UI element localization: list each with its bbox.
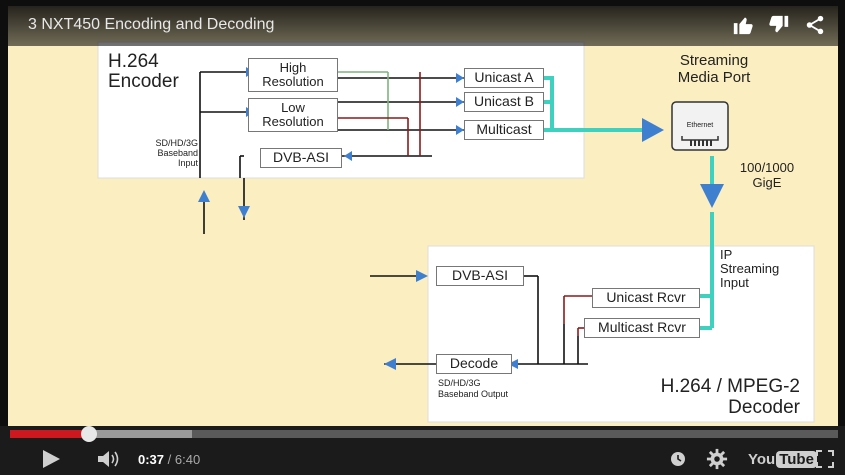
video-title-bar: 3 NXT450 Encoding and Decoding — [8, 6, 838, 46]
unicast-rcvr-node: Unicast Rcvr — [592, 288, 700, 308]
current-time: 0:37 — [138, 452, 165, 467]
encoder-input-label: SD/HD/3G Baseband Input — [155, 138, 198, 168]
progress-buffered — [10, 430, 193, 438]
time-separator: / — [164, 452, 175, 467]
ethernet-label: Ethernet — [686, 122, 714, 129]
duration: 6:40 — [174, 452, 201, 467]
volume-icon[interactable] — [96, 448, 122, 470]
multicast-node: Multicast — [464, 120, 544, 140]
decode-node: Decode — [436, 354, 512, 374]
progress-bar[interactable] — [10, 426, 838, 442]
fullscreen-icon[interactable] — [816, 450, 834, 468]
multicast-rcvr-node: Multicast Rcvr — [584, 318, 700, 338]
unicast-b-node: Unicast B — [464, 92, 544, 112]
unicast-a-node: Unicast A — [464, 68, 544, 88]
thumbs-up-icon[interactable] — [732, 14, 754, 36]
decoder-output-label: SD/HD/3G Baseband Output — [438, 378, 509, 399]
decoder-title: H.264 / MPEG-2 Decoder — [660, 376, 800, 418]
progress-played — [10, 430, 89, 438]
video-title[interactable]: 3 NXT450 Encoding and Decoding — [28, 16, 275, 33]
time-display: 0:37 / 6:40 — [138, 452, 200, 467]
ip-streaming-input-label: IP Streaming Input — [720, 247, 780, 290]
progress-scrubber-handle[interactable] — [80, 426, 97, 442]
youtube-logo-tube: Tube — [776, 450, 817, 468]
gear-icon[interactable] — [706, 448, 728, 470]
ethernet-port-icon — [671, 101, 729, 151]
encoder-dvb-asi-node: DVB-ASI — [260, 148, 342, 168]
play-icon[interactable] — [40, 448, 62, 470]
encoder-title: H.264 Encoder — [108, 51, 179, 92]
clock-icon[interactable] — [670, 451, 686, 467]
decoder-dvb-asi-node: DVB-ASI — [436, 266, 524, 286]
thumbs-down-icon[interactable] — [768, 14, 790, 36]
stream-path — [544, 76, 714, 330]
encoder-wiring — [199, 71, 464, 178]
streaming-media-port-label: Streaming Media Port — [677, 52, 751, 86]
youtube-logo-you: You — [748, 450, 776, 468]
decoder-wiring — [512, 275, 588, 365]
gige-label: 100/1000 GigE — [739, 160, 795, 190]
share-icon[interactable] — [804, 14, 826, 36]
